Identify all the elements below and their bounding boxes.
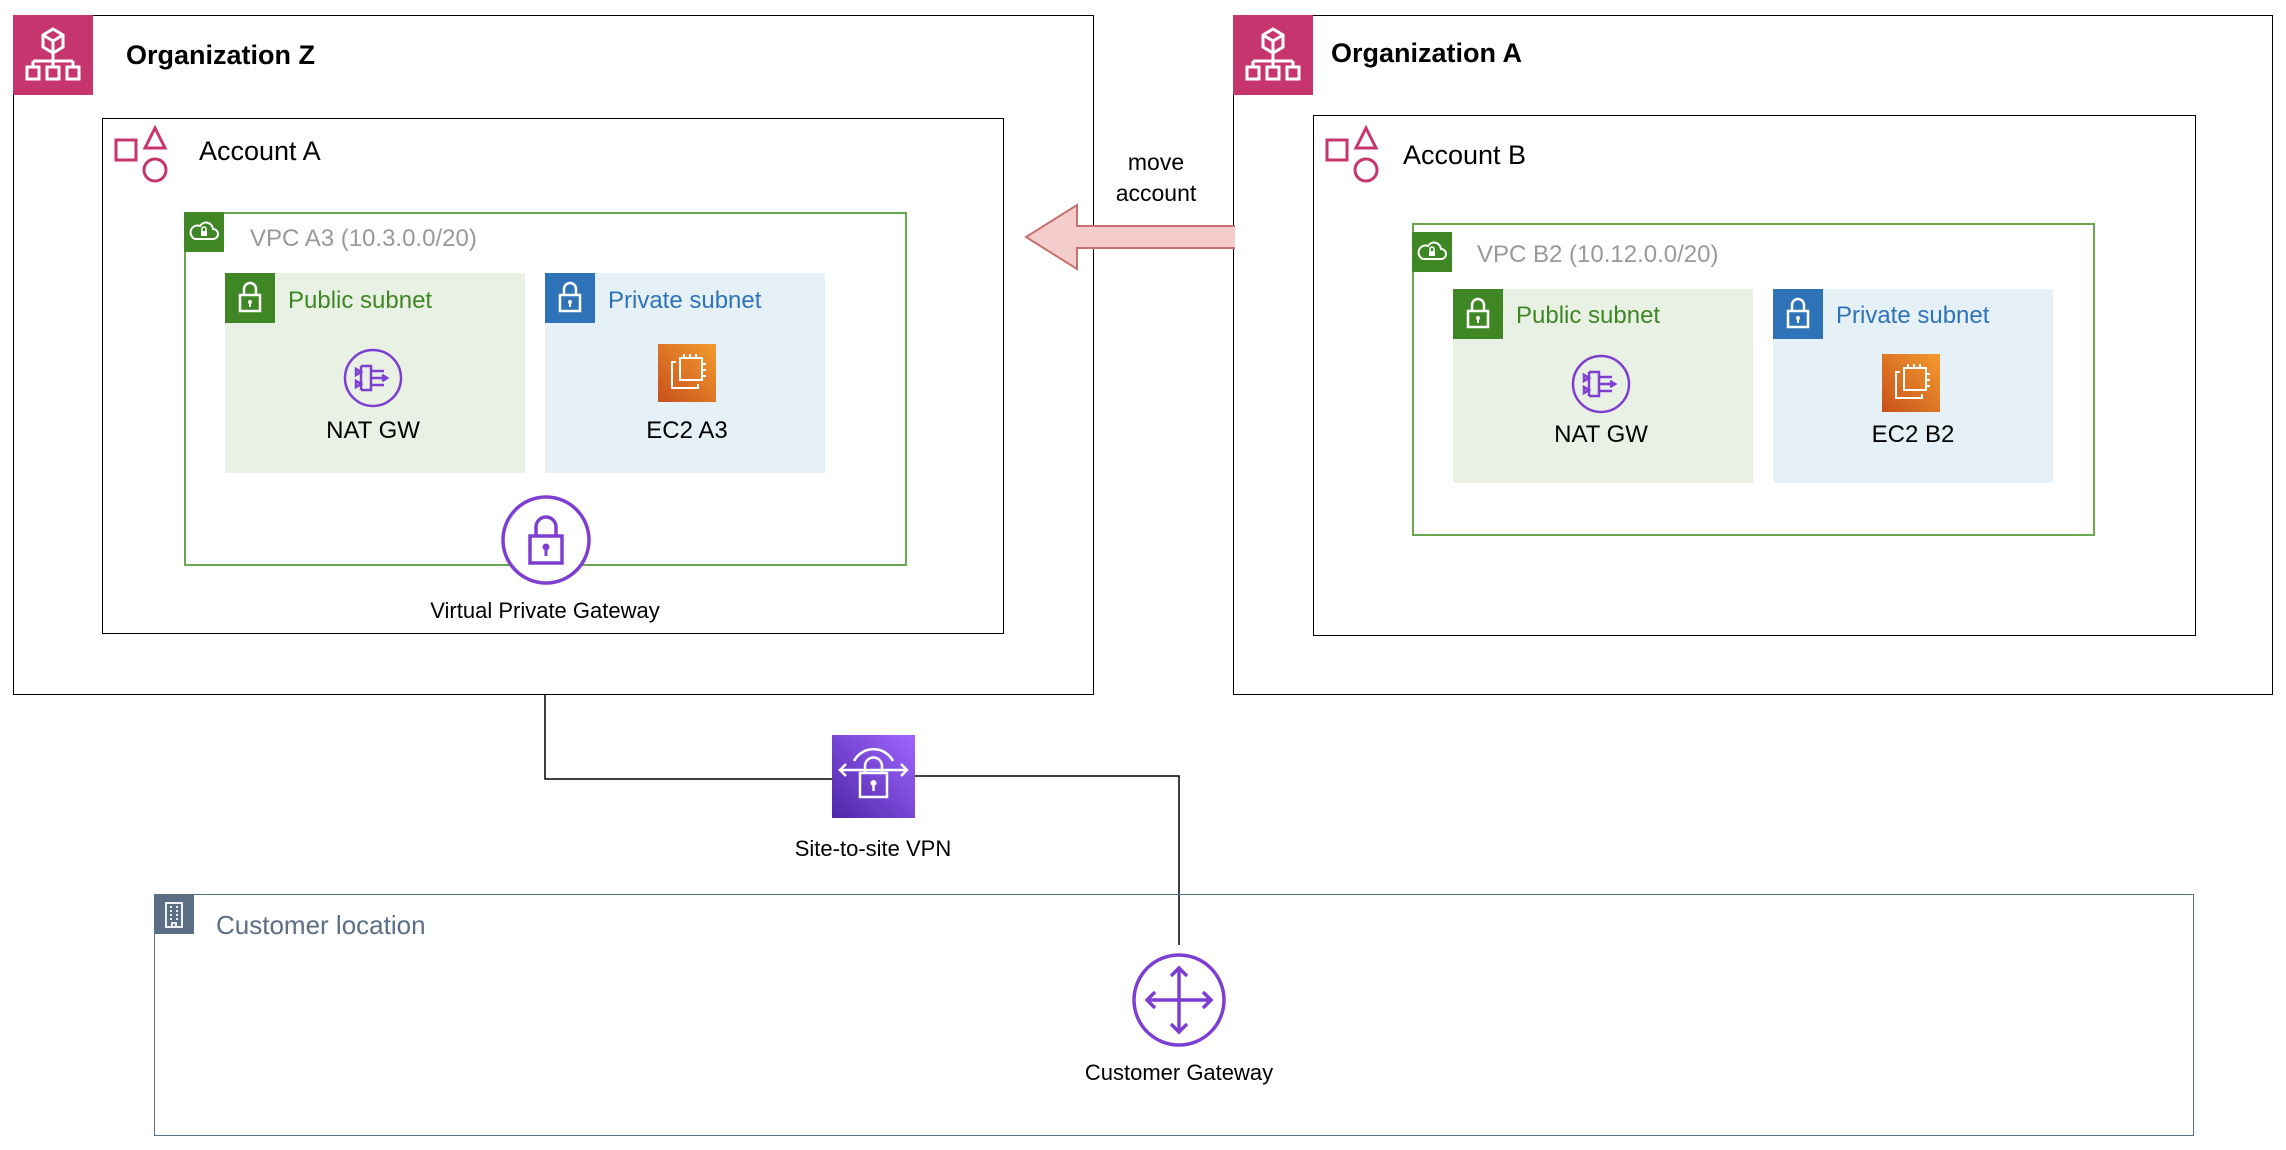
padlock-icon bbox=[225, 273, 275, 323]
ec2-instance-icon bbox=[658, 344, 716, 402]
vpc-b2-title: VPC B2 (10.12.0.0/20) bbox=[1477, 241, 1719, 268]
vpn-to-customer-gateway-line bbox=[915, 775, 1180, 945]
organization-z-title: Organization Z bbox=[126, 40, 315, 70]
nat-gateway-icon bbox=[342, 347, 404, 414]
padlock-icon bbox=[1453, 289, 1503, 339]
nat-gateway-icon bbox=[1570, 353, 1632, 420]
virtual-private-gateway-icon bbox=[500, 494, 592, 591]
vpc-b2-box bbox=[1412, 223, 2095, 536]
move-account-label-line1: move bbox=[1127, 149, 1185, 175]
account-icon bbox=[1313, 118, 1393, 203]
ec2-instance-icon bbox=[1882, 354, 1940, 412]
customer-location-title: Customer location bbox=[216, 910, 426, 940]
padlock-icon bbox=[1773, 289, 1823, 339]
customer-gateway-label: Customer Gateway bbox=[1084, 1060, 1274, 1085]
organization-icon bbox=[1233, 15, 1313, 95]
padlock-icon bbox=[545, 273, 595, 323]
vpc-a3-title: VPC A3 (10.3.0.0/20) bbox=[250, 225, 477, 252]
public-subnet-a3 bbox=[225, 273, 525, 473]
public-subnet-b2-title: Public subnet bbox=[1516, 302, 1661, 329]
account-b-title: Account B bbox=[1403, 140, 1527, 170]
nat-gw-a3-label: NAT GW bbox=[326, 417, 420, 444]
private-subnet-b2-title: Private subnet bbox=[1836, 302, 1990, 329]
organization-icon bbox=[13, 15, 93, 95]
move-account-label-line2: account bbox=[1115, 180, 1197, 206]
nat-gw-b2-label: NAT GW bbox=[1554, 421, 1648, 448]
move-account-arrow bbox=[1023, 202, 1239, 277]
move-account-label: move account bbox=[1076, 147, 1236, 209]
vpc-cloud-icon bbox=[184, 212, 224, 252]
account-icon bbox=[102, 118, 182, 203]
account-a-title: Account A bbox=[199, 136, 321, 166]
customer-location-box bbox=[154, 894, 2194, 1136]
organization-a-title: Organization A bbox=[1331, 38, 1523, 68]
public-subnet-a3-title: Public subnet bbox=[288, 287, 433, 314]
public-subnet-b2 bbox=[1453, 289, 1753, 483]
account-b-box bbox=[1313, 115, 2196, 636]
customer-gateway-icon bbox=[1131, 952, 1227, 1053]
virtual-private-gateway-label: Virtual Private Gateway bbox=[345, 598, 745, 624]
site-to-site-vpn-label: Site-to-site VPN bbox=[794, 836, 952, 861]
vpc-cloud-icon bbox=[1412, 232, 1452, 272]
site-to-site-vpn-icon bbox=[832, 735, 915, 818]
ec2-b2-label: EC2 B2 bbox=[1871, 421, 1955, 448]
building-icon bbox=[154, 894, 194, 934]
ec2-a3-label: EC2 A3 bbox=[646, 417, 728, 444]
account-a-box bbox=[102, 118, 1004, 634]
organization-a-box bbox=[1233, 15, 2273, 695]
private-subnet-a3-title: Private subnet bbox=[608, 287, 762, 314]
